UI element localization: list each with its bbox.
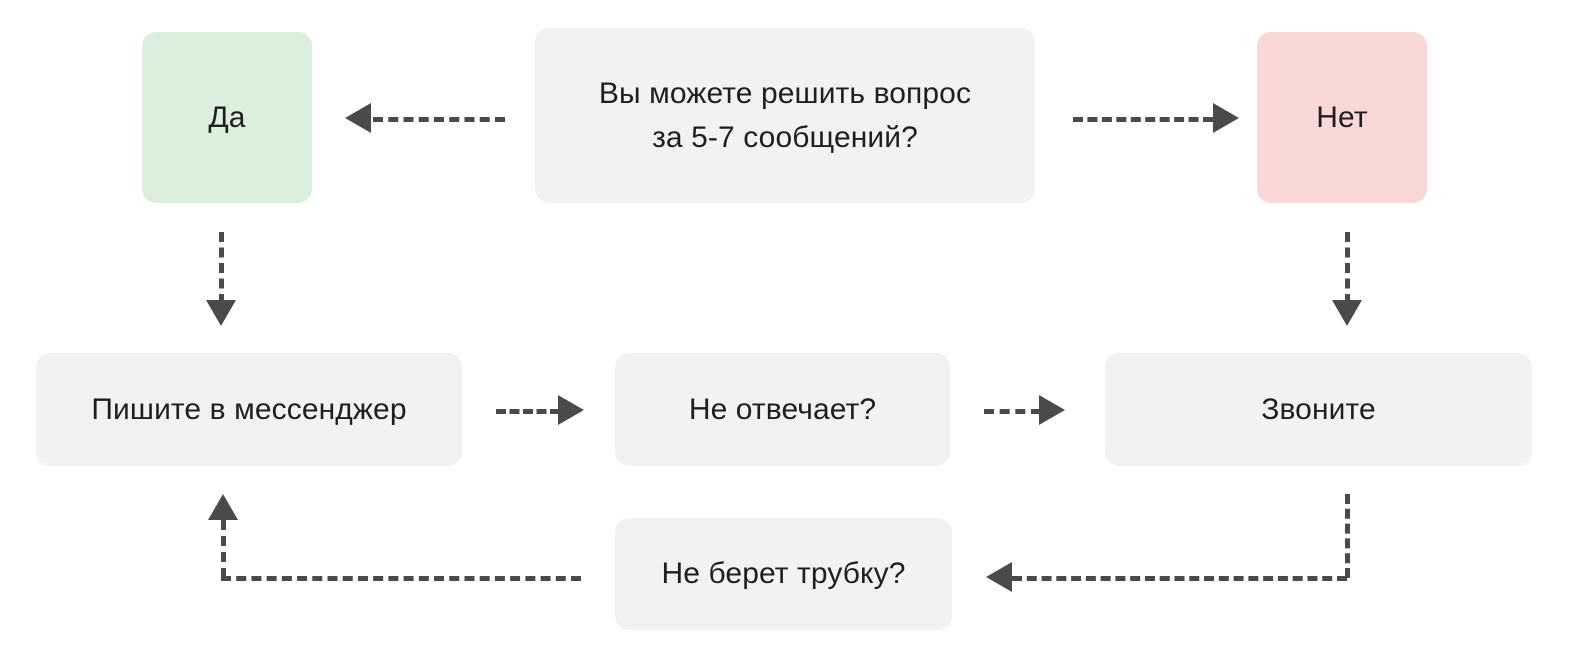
edge-write-messenger-to-no-reply-arrowhead: [558, 395, 584, 425]
edge-question-to-yes-line: [373, 117, 505, 122]
edge-yes-to-write-messenger-line: [219, 232, 224, 304]
edge-no-answer-phone-to-write-messenger-arrowhead: [208, 494, 238, 520]
node-no-answer-phone-label: Не берет трубку?: [661, 557, 906, 591]
node-no-answer-phone[interactable]: Не берет трубку?: [615, 518, 952, 630]
edge-question-to-no-arrowhead: [1213, 103, 1239, 133]
node-write-messenger[interactable]: Пишите в мессенджер: [36, 353, 462, 466]
edge-no-to-call-arrowhead: [1332, 300, 1362, 326]
edge-question-to-yes-arrowhead: [345, 103, 371, 133]
node-yes[interactable]: Да: [142, 32, 312, 203]
edge-call-to-no-answer-phone-arrowhead: [986, 562, 1012, 592]
node-yes-label: Да: [208, 100, 246, 134]
node-question-label: Вы можете решить вопрос за 5-7 сообщений…: [598, 77, 972, 154]
edge-no-reply-to-call-arrowhead: [1039, 395, 1065, 425]
edge-no-answer-phone-to-write-messenger-hline: [221, 576, 581, 581]
edge-call-to-no-answer-phone-hline: [1012, 576, 1347, 581]
node-question[interactable]: Вы можете решить вопрос за 5-7 сообщений…: [535, 28, 1035, 203]
node-no[interactable]: Нет: [1257, 32, 1427, 203]
node-no-reply-label: Не отвечает?: [688, 392, 877, 426]
edge-no-answer-phone-to-write-messenger-vline: [221, 520, 226, 578]
edge-no-reply-to-call-line: [984, 409, 1041, 414]
edge-question-to-no-line: [1073, 117, 1213, 122]
edge-call-to-no-answer-phone-vline: [1345, 494, 1350, 578]
node-write-messenger-label: Пишите в мессенджер: [91, 392, 407, 426]
node-call[interactable]: Звоните: [1105, 353, 1532, 466]
node-call-label: Звоните: [1261, 392, 1376, 426]
edge-yes-to-write-messenger-arrowhead: [206, 300, 236, 326]
node-no-label: Нет: [1316, 100, 1368, 134]
edge-no-to-call-line: [1345, 232, 1350, 304]
edge-write-messenger-to-no-reply-line: [496, 409, 560, 414]
node-no-reply[interactable]: Не отвечает?: [615, 353, 950, 466]
